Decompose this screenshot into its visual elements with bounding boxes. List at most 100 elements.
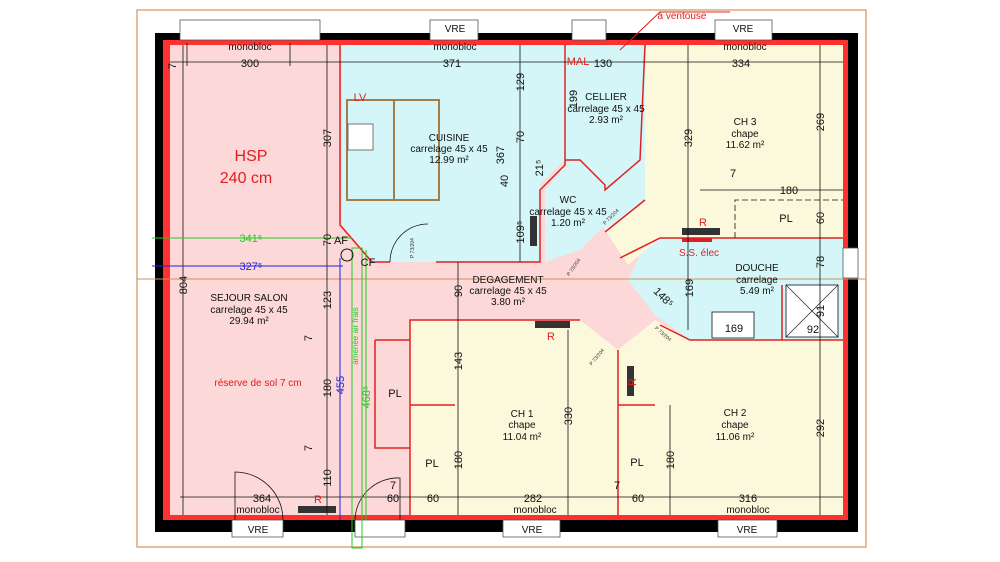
dimension-label: 60 <box>387 493 399 505</box>
window-vre-label: VRE <box>733 24 754 35</box>
room-area: 1.20 m² <box>551 218 586 229</box>
room-area: 29.94 m² <box>229 316 269 327</box>
room-name: CH 3 <box>734 117 757 128</box>
dimension-label: 109⁵ <box>515 221 527 244</box>
dimension-label: 364 <box>253 493 271 505</box>
dimension-label: 143 <box>453 352 465 370</box>
room-ch1 <box>410 320 618 515</box>
monobloc-label: monobloc <box>433 42 476 53</box>
dimension-label: 468⁵ <box>361 386 373 409</box>
room-floor: carrelage 45 x 45 <box>567 104 645 115</box>
room-floor: carrelage <box>736 275 778 286</box>
room-name: DOUCHE <box>735 263 779 274</box>
room-area: 11.62 m² <box>726 140 765 151</box>
dimension-label: 60 <box>427 493 439 505</box>
dimension-label: 455 <box>335 376 347 394</box>
dimension-label: 269 <box>815 113 827 131</box>
dimension-label: 300 <box>241 58 259 70</box>
air-duct <box>351 247 363 549</box>
hsp-value: 240 cm <box>220 170 272 187</box>
radiator-label: R <box>699 217 707 229</box>
ventouse-label: à ventouse <box>658 11 707 22</box>
room-area: 11.04 m² <box>503 432 542 443</box>
washbasin-icon <box>711 311 755 339</box>
room-floor: carrelage 45 x 45 <box>529 207 607 218</box>
room-floor: chape <box>731 129 759 140</box>
mal-label: MAL <box>567 56 590 68</box>
dimension-label: 292 <box>815 419 827 437</box>
dimension-label: 7 <box>167 63 179 69</box>
monobloc-label: monobloc <box>236 505 279 516</box>
dimension-label: 110 <box>322 469 334 487</box>
room-name: CH 1 <box>511 409 534 420</box>
room-ch2 <box>618 320 843 515</box>
window-vre-label: VRE <box>445 24 466 35</box>
room-area: 5.49 m² <box>740 286 775 297</box>
room-name: CUISINE <box>429 133 470 144</box>
floor-reserve-note: réserve de sol 7 cm <box>214 378 301 389</box>
radiator-label: R <box>314 494 322 506</box>
dimension-label: 367 <box>495 146 507 164</box>
dimension-label: 92 <box>807 324 819 336</box>
lv-label: LV <box>354 92 367 104</box>
window-vre-label: VRE <box>522 525 543 536</box>
dimension-label: 199 <box>568 90 580 108</box>
window-vre-label: VRE <box>248 525 269 536</box>
sink-icon <box>347 123 374 151</box>
dimension-label: 169 <box>684 279 696 297</box>
cf-label: CF <box>361 257 376 269</box>
radiator-icons <box>298 216 720 513</box>
room-name: CH 2 <box>724 408 747 419</box>
room-area: 3.80 m² <box>491 297 526 308</box>
room-name: DEGAGEMENT <box>472 275 543 286</box>
dimension-label: 70 <box>322 234 334 246</box>
dimension-label: 78 <box>815 256 827 268</box>
room-wc <box>545 165 615 262</box>
closet-label: PL <box>388 388 401 400</box>
room-name: CELLIER <box>585 92 627 103</box>
room-floor: carrelage 45 x 45 <box>210 305 288 316</box>
window-openings <box>179 19 859 538</box>
monobloc-label: monobloc <box>723 42 766 53</box>
room-floor: chape <box>508 420 536 431</box>
ss-elec-marker <box>682 238 712 242</box>
interior-walls <box>339 44 843 515</box>
dimension-label: 330 <box>563 407 575 425</box>
door-label: P 73/204 <box>410 238 416 258</box>
dimension-label: 180 <box>453 451 465 469</box>
dimension-label: 7 <box>614 480 620 492</box>
dimension-label: 180 <box>322 379 334 397</box>
dimension-label: 70 <box>515 131 527 143</box>
boiler-icon <box>340 248 354 262</box>
dimension-label: 804 <box>178 276 190 294</box>
dimension-lines <box>170 45 843 515</box>
dimension-label: 334 <box>732 58 750 70</box>
dimension-label: 169 <box>725 323 743 335</box>
dimension-label: 341⁵ <box>240 233 263 245</box>
radiator-label: R <box>627 378 639 386</box>
dimension-label: 180 <box>665 451 677 469</box>
dimension-label: 7 <box>730 168 736 180</box>
dimension-label: 327⁵ <box>240 261 263 273</box>
room-area: 2.93 m² <box>589 115 624 126</box>
room-name: WC <box>560 195 577 206</box>
room-floor: chape <box>721 420 749 431</box>
ss-elec-label: S.S. élec <box>679 248 719 259</box>
dimension-label: 307 <box>322 129 334 147</box>
monobloc-label: monobloc <box>726 505 769 516</box>
dimension-label: 130 <box>594 58 612 70</box>
horizontal-dimensions: 300 371 130 334 180 7 364 60 60 282 60 3… <box>240 58 820 505</box>
dimension-label: 180 <box>780 185 798 197</box>
hsp-label: HSP <box>235 148 268 165</box>
dimension-label: 371 <box>443 58 461 70</box>
dimension-label: 91 <box>815 305 827 317</box>
dimension-label: 60 <box>815 212 827 224</box>
dimension-label: 7 <box>303 335 315 341</box>
dimension-label: 40 <box>499 175 511 187</box>
room-name: SEJOUR SALON <box>210 293 287 304</box>
closet-label: PL <box>779 213 792 225</box>
dimension-label: 123 <box>322 291 334 309</box>
dimension-label: 282 <box>524 493 542 505</box>
room-area: 12.99 m² <box>429 155 469 166</box>
